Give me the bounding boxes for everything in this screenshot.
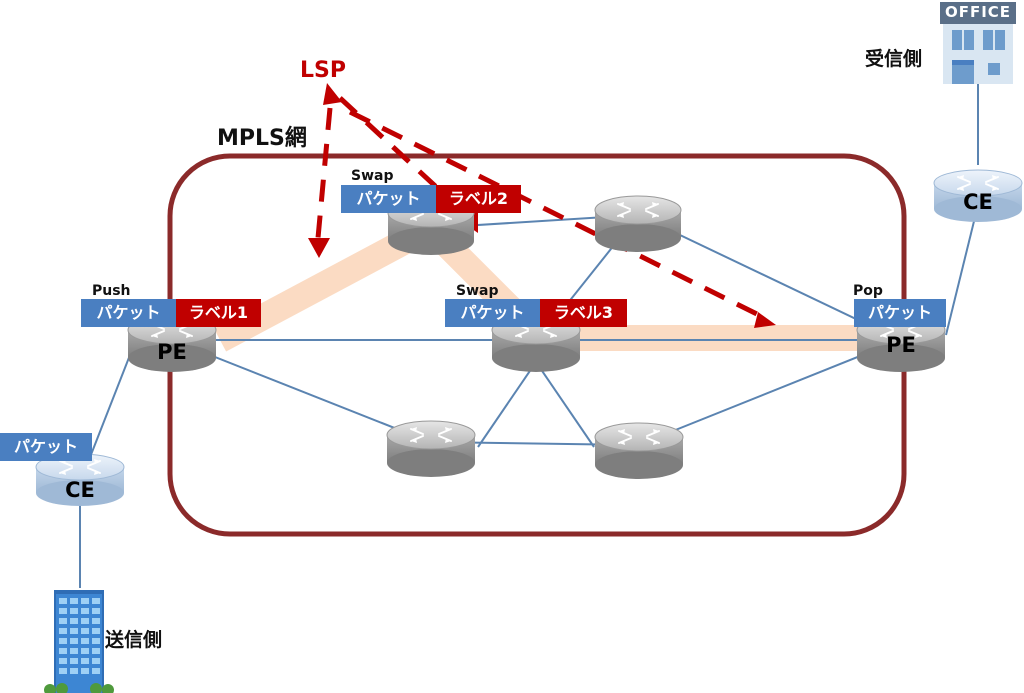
network-title: MPLS網 [217,126,307,151]
sender-label: 送信側 [105,629,163,651]
packet-box: パケット [854,299,946,327]
ce-sender-label: CE [65,478,95,502]
label-box: ラベル1 [176,299,261,327]
office-icon [940,2,1016,84]
receiver-label: 受信側 [865,48,923,70]
packet-box: パケット [445,299,540,327]
packet-box: パケット [341,185,436,213]
ce-receiver-label: CE [963,190,993,214]
router-ce-receiver [933,169,1023,222]
packet-box: パケット [0,433,92,461]
push-role-label: Push [92,283,131,299]
packet-box: パケット [81,299,176,327]
router-bottom-left [386,420,476,477]
lsp-label: LSP [300,58,346,83]
lsp-arrowhead [308,238,330,258]
lsp-path-highlight [213,215,875,352]
lsp-arrowhead [754,312,776,328]
label-box: ラベル3 [540,299,627,327]
office-sign: OFFICE [944,3,1012,21]
pop-role-label: Pop [853,283,883,299]
swap-role-label: Swap [456,283,499,299]
building-icon [44,590,114,693]
lsp-arrowhead [323,83,342,105]
pe-egress-label: PE [886,333,916,357]
swap-role-label: Swap [351,168,394,184]
router-bottom-right [594,422,684,479]
router-top-right [594,195,682,252]
label-box: ラベル2 [436,185,521,213]
pe-ingress-label: PE [157,340,187,364]
